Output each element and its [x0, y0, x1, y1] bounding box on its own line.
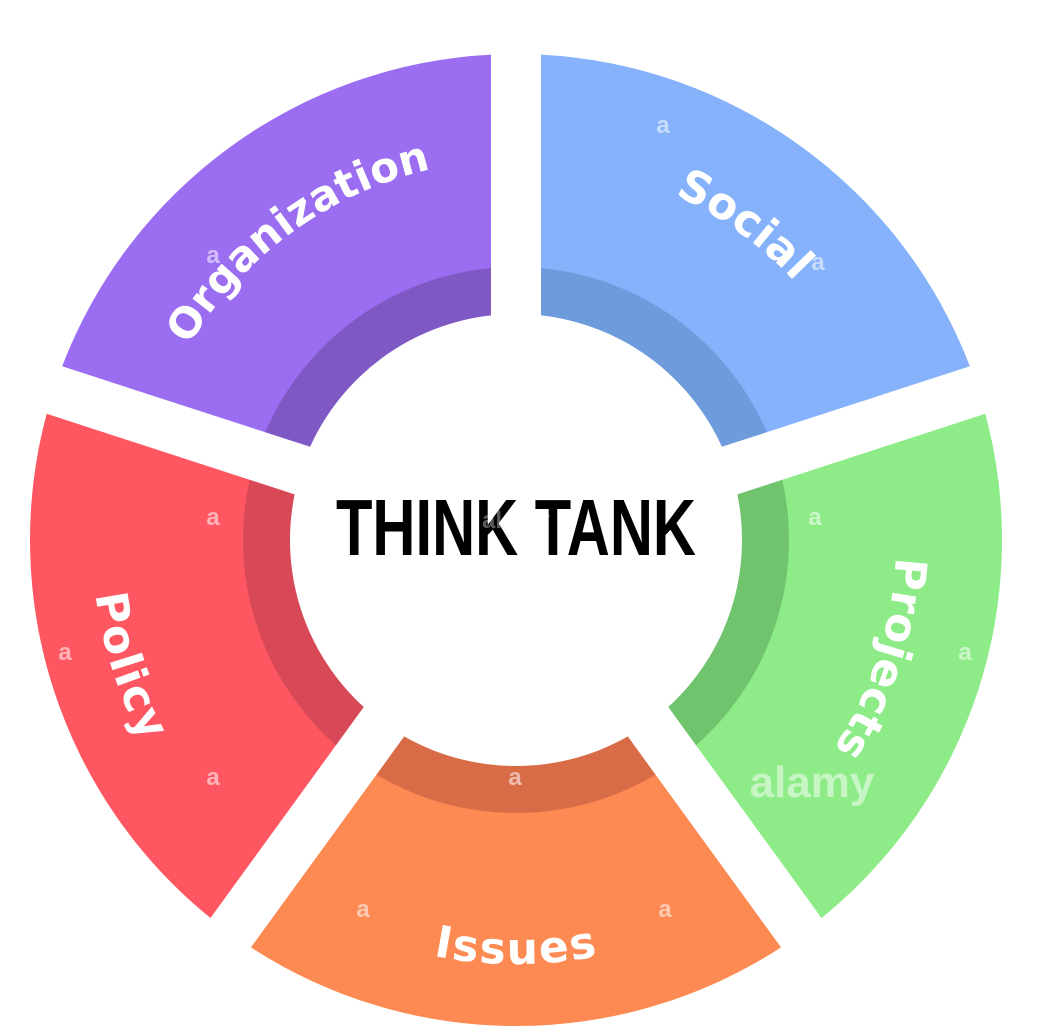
center-title: THINK TANK	[336, 483, 696, 572]
segment-organization-inner-ring	[265, 268, 491, 447]
segment-projects-inner-ring	[668, 479, 789, 746]
watermark-brand: alamy	[750, 758, 875, 807]
watermark-letter: a	[958, 639, 972, 666]
segment-policy-inner-ring	[243, 479, 364, 746]
segment-issues: Issues	[250, 736, 782, 1027]
segment-organization-body	[62, 54, 492, 433]
segment-projects-body	[695, 413, 1003, 918]
segment-projects: Projects	[668, 413, 1003, 918]
segment-policy: Policy	[29, 413, 364, 918]
watermark-letter: a	[656, 112, 670, 139]
center-circle	[294, 318, 738, 762]
segment-social-inner-ring	[541, 268, 767, 447]
segment-social-body	[541, 54, 970, 433]
watermark-letter: a	[206, 504, 220, 531]
center-watermark: alamy	[482, 507, 551, 534]
watermark-letter: a	[811, 249, 825, 276]
segment-policy-body	[29, 413, 337, 918]
segment-issues-inner-ring	[376, 736, 656, 814]
watermark-layer: a a a a a a a a a a a alamy	[58, 112, 972, 923]
watermark-letter: a	[356, 896, 370, 923]
segment-issues-body	[250, 773, 782, 1027]
watermark-letter: a	[58, 639, 72, 666]
segment-social: Social	[541, 54, 970, 447]
watermark-letter: a	[206, 764, 220, 791]
watermark-letter: a	[808, 504, 822, 531]
watermark-letter: a	[658, 896, 672, 923]
watermark-letter: a	[508, 764, 522, 791]
watermark-letter: a	[206, 242, 220, 269]
segment-organization: Organization	[62, 54, 492, 447]
segment-label-issues: Issues	[431, 917, 600, 976]
